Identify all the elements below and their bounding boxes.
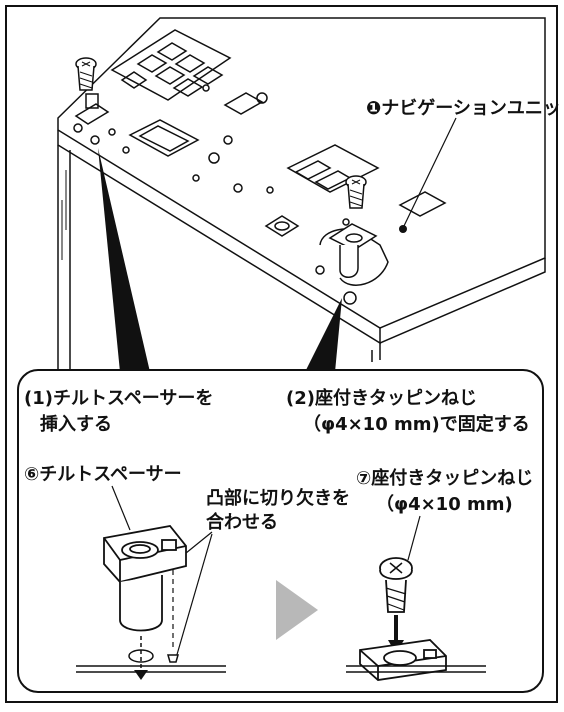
step1-line2: 挿入する [40, 413, 112, 435]
tilt-spacer-icon [103, 525, 187, 632]
part6-leader [111, 485, 131, 531]
next-step-arrow-icon [276, 580, 318, 640]
part7-leader [407, 515, 421, 561]
tapping-screw-icon [379, 557, 413, 613]
notch-leader-2 [175, 533, 213, 659]
part6-label: ⑥チルトスペーサー [24, 464, 182, 485]
spacer-on-unit-icon [328, 223, 378, 278]
step1-line1: (1)チルトスペーサーを [24, 388, 213, 409]
notch-line1: 凸部に切り欠きを [206, 487, 350, 509]
notch-bump-icon [167, 654, 179, 663]
navigation-unit [57, 17, 546, 380]
navigation-unit-label: ❶ナビゲーションユニット [366, 97, 564, 119]
outer-frame [5, 5, 558, 703]
installed-spacer-icon [359, 639, 447, 681]
part7-line2: （φ4×10 mm) [376, 494, 513, 515]
notch-line2: 合わせる [206, 511, 278, 533]
navigation-unit-leader [402, 117, 457, 229]
navigation-unit-dot [399, 225, 407, 233]
callout-wedge-right [305, 298, 342, 372]
callout-wedge-left [98, 148, 150, 372]
right-screw-icon [345, 175, 367, 209]
part7-line1: ⑦座付きタッピンねじ [356, 467, 533, 489]
step2-line1: (2)座付きタッピンねじ [286, 387, 477, 409]
left-screw-icon [75, 57, 97, 91]
step2-line2: （φ4×10 mm)で固定する [303, 413, 530, 435]
